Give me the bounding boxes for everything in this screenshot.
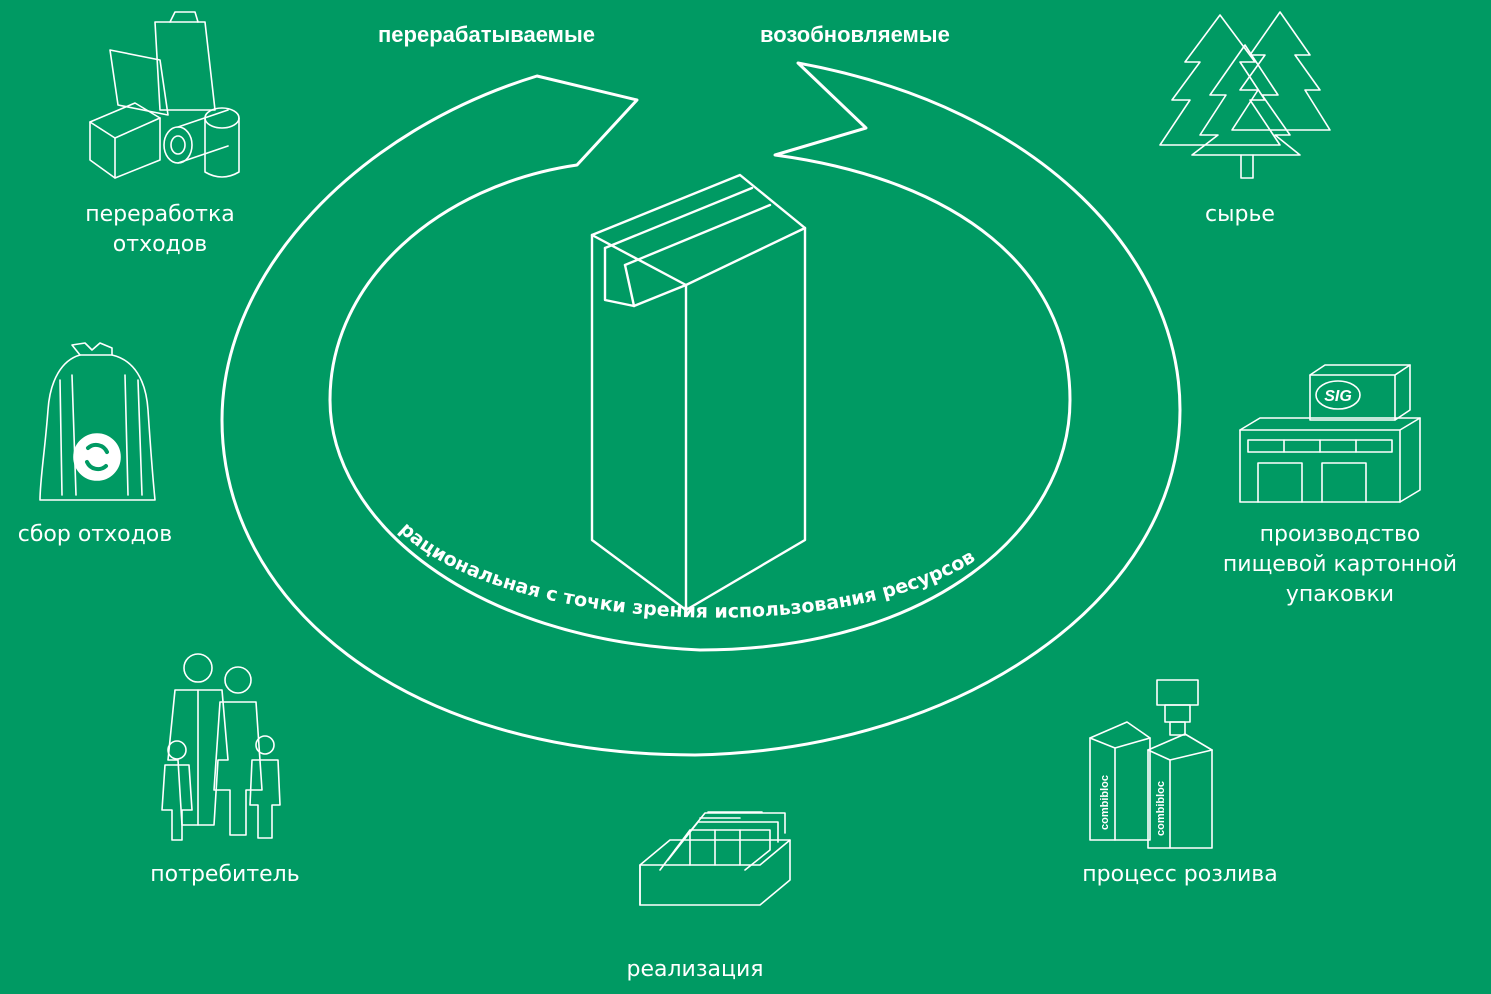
cycle-arrow-band xyxy=(220,61,1182,757)
recyclable-label: перерабатываемые xyxy=(378,22,595,47)
trees-icon xyxy=(1159,11,1331,179)
carton-brand-text-2: combibloc xyxy=(1155,781,1167,836)
factory-sign-text: SIG xyxy=(1324,388,1352,405)
family-icon xyxy=(161,653,281,841)
retail-tray-icon xyxy=(639,811,791,906)
filling-machine-icon xyxy=(1089,679,1213,849)
carton-brand-text-1: combibloc xyxy=(1099,775,1111,830)
carton-production-label: производство пищевой картонной упаковки xyxy=(1222,522,1458,607)
renewable-label: возобновляемые xyxy=(760,22,950,47)
waste-recycling-label: переработка отходов xyxy=(85,202,235,257)
raw-materials-label: сырье xyxy=(1205,202,1275,227)
garbage-bag-icon xyxy=(39,342,156,501)
carton-package-icon xyxy=(590,173,807,612)
waste-collection-label: сбор отходов xyxy=(17,522,173,547)
retail-label: реализация xyxy=(626,957,764,982)
consumer-label: потребитель xyxy=(150,862,300,887)
factory-icon xyxy=(1239,364,1421,503)
recycled-materials-icon xyxy=(89,11,240,179)
filling-process-label: процесс розлива xyxy=(1082,862,1278,887)
